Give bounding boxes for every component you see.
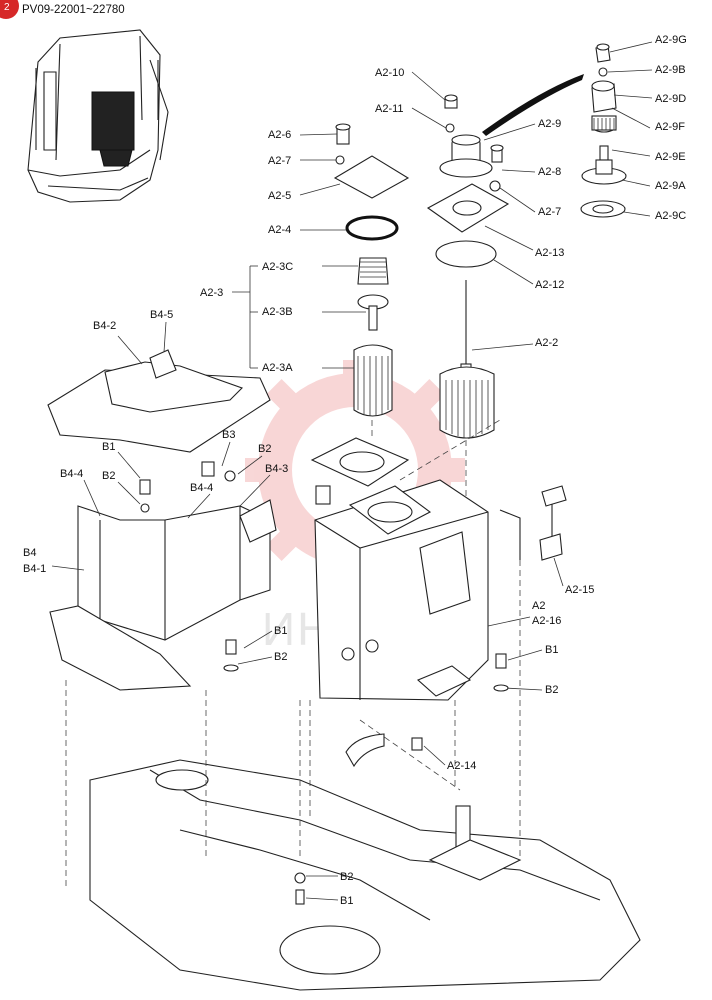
label-b1-top: B1 <box>102 441 115 453</box>
label-a2-7-left: A2-7 <box>268 155 291 167</box>
label-a2-8: A2-8 <box>538 166 561 178</box>
label-a2-4: A2-4 <box>268 224 291 236</box>
label-a2-16: A2-16 <box>532 615 561 627</box>
label-b4-1: B4-1 <box>23 563 46 575</box>
label-a2-3c: A2-3C <box>262 261 293 273</box>
label-a2-9: A2-9 <box>538 118 561 130</box>
label-b4-4-a: B4-4 <box>60 468 83 480</box>
label-a2-12: A2-12 <box>535 279 564 291</box>
label-b2-left: B2 <box>102 470 115 482</box>
leader-lines-center <box>411 71 536 351</box>
label-a2-13: A2-13 <box>535 247 564 259</box>
label-b1-mid: B1 <box>274 625 287 637</box>
relief-valve-subassembly <box>482 43 627 218</box>
level-sensor-a2-15 <box>539 485 567 561</box>
cover-panel-b4 <box>47 349 277 691</box>
label-a2-9g: A2-9G <box>655 34 687 46</box>
label-a2-3b: A2-3B <box>262 306 293 318</box>
label-b1-bottom: B1 <box>340 895 353 907</box>
label-a2-9b: A2-9B <box>655 64 686 76</box>
page-badge <box>0 0 19 19</box>
part-labels: A2-10 A2-11 A2-9 A2-8 A2-7 A2-13 A2-12 A… <box>23 34 687 907</box>
label-a2-9a: A2-9A <box>655 180 686 192</box>
label-b4-3: B4-3 <box>265 463 288 475</box>
label-a2-9d: A2-9D <box>655 93 686 105</box>
leader-lines-lower <box>51 321 564 901</box>
page-badge-number: 2 <box>4 2 10 13</box>
label-a2-3: A2-3 <box>200 287 223 299</box>
leader-lines-right <box>607 41 653 217</box>
excavator-thumbnail <box>27 29 169 203</box>
label-a2-10: A2-10 <box>375 67 404 79</box>
label-b1-right: B1 <box>545 644 558 656</box>
label-b3: B3 <box>222 429 235 441</box>
label-a2-14: A2-14 <box>447 760 476 772</box>
cover-plate-a2-5 <box>333 123 410 417</box>
label-a2-6: A2-6 <box>268 129 291 141</box>
label-a2-5: A2-5 <box>268 190 291 202</box>
assembly-guides <box>65 419 521 890</box>
label-b2-bottom: B2 <box>340 871 353 883</box>
label-a2-9f: A2-9F <box>655 121 685 133</box>
label-b2-top: B2 <box>258 443 271 455</box>
label-b2-right: B2 <box>545 684 558 696</box>
leader-lines-left <box>232 133 366 369</box>
label-b2-mid: B2 <box>274 651 287 663</box>
label-a2-11: A2-11 <box>375 103 404 115</box>
fasteners <box>223 639 509 751</box>
base-frame <box>89 759 641 991</box>
label-b4-5: B4-5 <box>150 309 173 321</box>
valve-assembly-a2-9 <box>426 94 510 439</box>
hydraulic-tank <box>310 437 521 768</box>
label-a2-3a: A2-3A <box>262 362 293 374</box>
label-a2: A2 <box>532 600 545 612</box>
label-a2-9e: A2-9E <box>655 151 686 163</box>
label-a2-9c: A2-9C <box>655 210 686 222</box>
label-b4: B4 <box>23 547 36 559</box>
serial-range: PV09-22001~22780 <box>22 4 125 16</box>
label-a2-7-right: A2-7 <box>538 206 561 218</box>
label-b4-4-b: B4-4 <box>190 482 213 494</box>
label-a2-2: A2-2 <box>535 337 558 349</box>
label-a2-15: A2-15 <box>565 584 594 596</box>
label-b4-2: B4-2 <box>93 320 116 332</box>
